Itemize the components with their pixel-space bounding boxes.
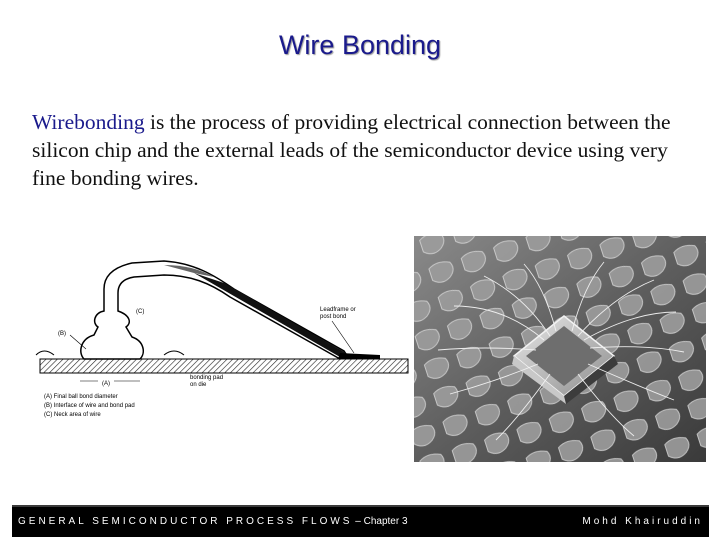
die-substrate (39, 358, 409, 374)
ball-bond (80, 260, 350, 360)
legend-b: (B) Interface of wire and bond pad (44, 403, 135, 409)
label-a: (A) (102, 381, 110, 387)
legend-c: (C) Neck area of wire (44, 412, 101, 418)
label-pad-2: on die (190, 382, 207, 388)
wire-bond-photo (414, 236, 706, 462)
body-text: is the process of providing electrical c… (32, 110, 671, 190)
label-b: (B) (58, 331, 66, 337)
label-leadframe-1: Leadframe or (320, 307, 356, 313)
slide-title: Wire Bonding (278, 30, 442, 60)
label-leadframe-2: post bond (320, 314, 346, 320)
post-bond (338, 353, 380, 359)
footer-chapter: – Chapter 3 (352, 516, 408, 527)
wire-bond-diagram: (C) (B) (A) Leadframe or post bond bondi… (35, 260, 409, 418)
footer-author: Mohd Khairuddin (582, 516, 703, 527)
body-paragraph: Wirebonding is the process of providing … (32, 108, 702, 192)
label-pad-1: bonding pad (190, 375, 223, 381)
bonding-wires (437, 261, 685, 441)
legend-a: (A) Final ball bond diameter (44, 394, 118, 400)
term-wirebonding: Wirebonding (32, 110, 145, 134)
footer-bar: GENERAL SEMICONDUCTOR PROCESS FLOWS – Ch… (12, 505, 709, 537)
footer-course: GENERAL SEMICONDUCTOR PROCESS FLOWS – Ch… (18, 516, 408, 527)
label-c: (C) (136, 309, 144, 315)
